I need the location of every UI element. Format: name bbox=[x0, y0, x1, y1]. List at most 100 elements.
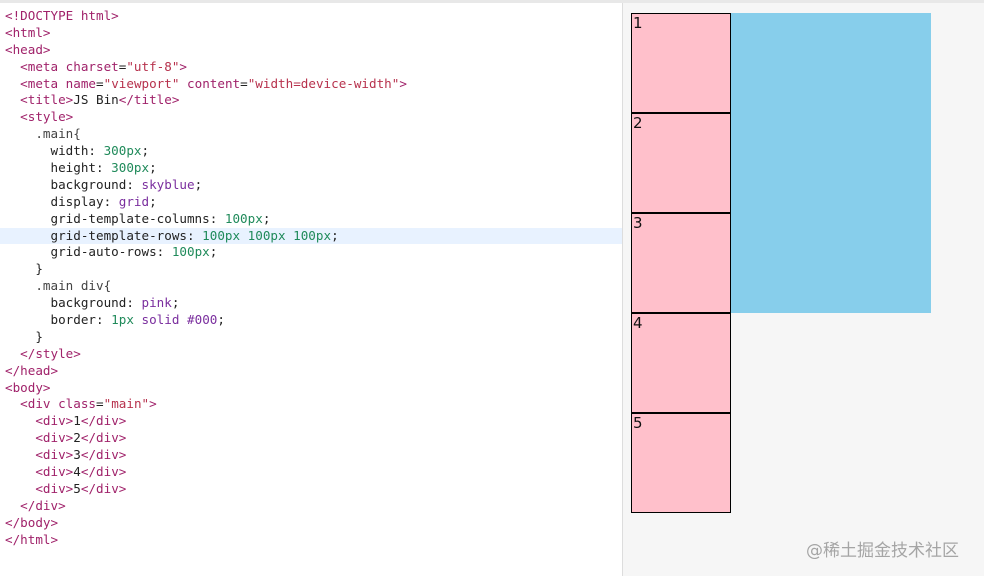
code-line[interactable]: <html> bbox=[0, 25, 622, 42]
code-line[interactable]: .main{ bbox=[0, 126, 622, 143]
code-line[interactable]: display: grid; bbox=[0, 194, 622, 211]
code-token bbox=[179, 76, 187, 91]
code-token: charset bbox=[65, 58, 119, 74]
code-line[interactable]: <div>3</div> bbox=[0, 447, 622, 464]
code-line[interactable]: <div>2</div> bbox=[0, 430, 622, 447]
code-lines[interactable]: <!DOCTYPE html><html> <head> <meta charse… bbox=[0, 8, 622, 549]
code-token: </div> bbox=[80, 480, 127, 496]
code-line[interactable]: <title>JS Bin</title> bbox=[0, 92, 622, 109]
code-token: "utf-8" bbox=[126, 58, 180, 74]
code-line[interactable]: <meta name="viewport" content="width=dev… bbox=[0, 76, 622, 93]
code-token bbox=[5, 498, 20, 513]
code-token: solid bbox=[141, 312, 180, 328]
code-token: grid-auto-rows: bbox=[50, 244, 172, 260]
code-line[interactable]: <meta charset="utf-8"> bbox=[0, 59, 622, 76]
code-token: grid-template-columns: bbox=[50, 210, 225, 226]
code-line[interactable]: <!DOCTYPE html> bbox=[0, 8, 622, 25]
code-token: background: bbox=[50, 295, 142, 311]
code-token: ; bbox=[171, 295, 180, 311]
code-token: ; bbox=[149, 193, 157, 209]
code-line[interactable]: background: pink; bbox=[0, 295, 622, 312]
code-token: = bbox=[96, 396, 104, 412]
code-token: grid bbox=[118, 193, 150, 209]
code-token: > bbox=[149, 396, 157, 412]
code-token bbox=[5, 126, 35, 141]
code-token: 1 bbox=[73, 413, 81, 429]
code-token bbox=[5, 177, 51, 192]
grid-item: 3 bbox=[631, 213, 731, 313]
code-token bbox=[5, 447, 35, 462]
code-token: 100px bbox=[171, 244, 210, 260]
top-border bbox=[0, 0, 984, 3]
code-token: 3 bbox=[73, 447, 81, 463]
code-token bbox=[5, 312, 51, 327]
code-token bbox=[5, 464, 35, 479]
code-line[interactable]: <div class="main"> bbox=[0, 396, 622, 413]
code-token: content bbox=[187, 75, 241, 91]
code-token: ; bbox=[209, 244, 218, 260]
code-token: "viewport" bbox=[103, 75, 180, 91]
code-token: = bbox=[240, 75, 248, 91]
code-line[interactable]: <div>1</div> bbox=[0, 413, 622, 430]
code-token: <!DOCTYPE html> bbox=[5, 8, 119, 23]
code-token: #000 bbox=[187, 312, 218, 328]
code-token: </div> bbox=[80, 447, 127, 463]
code-token: ; bbox=[149, 160, 157, 176]
code-token: </div> bbox=[80, 430, 127, 446]
code-line[interactable]: width: 300px; bbox=[0, 143, 622, 160]
grid-item: 5 bbox=[631, 413, 731, 513]
code-line[interactable]: <head> bbox=[0, 42, 622, 59]
code-token bbox=[5, 160, 51, 175]
code-token: ; bbox=[331, 227, 339, 243]
code-token bbox=[5, 396, 20, 411]
code-token: display: bbox=[50, 193, 119, 209]
code-token bbox=[134, 312, 142, 327]
code-line[interactable]: } bbox=[0, 329, 622, 346]
code-token bbox=[5, 481, 35, 496]
code-token: <meta bbox=[20, 75, 66, 91]
code-token: border: bbox=[50, 312, 112, 328]
code-token: <div> bbox=[35, 480, 74, 496]
code-token: .main{ bbox=[35, 126, 81, 142]
code-token: = bbox=[96, 75, 104, 91]
code-line[interactable]: </head> bbox=[0, 363, 622, 380]
code-line[interactable]: height: 300px; bbox=[0, 160, 622, 177]
code-token: } bbox=[5, 261, 43, 277]
watermark-text: @稀土掘金技术社区 bbox=[806, 541, 959, 561]
code-token: 2 bbox=[73, 430, 81, 446]
code-token: ; bbox=[217, 312, 225, 328]
code-token: 100px bbox=[224, 210, 263, 226]
code-line[interactable]: } bbox=[0, 261, 622, 278]
code-line[interactable]: <style> bbox=[0, 109, 622, 126]
code-token: <body> bbox=[5, 379, 51, 395]
code-token bbox=[5, 295, 51, 310]
code-token: } bbox=[5, 328, 43, 344]
pane-divider[interactable] bbox=[622, 3, 623, 576]
code-line[interactable]: </style> bbox=[0, 346, 622, 363]
code-token: <html> bbox=[5, 24, 51, 40]
code-editor-pane[interactable]: <!DOCTYPE html><html> <head> <meta charse… bbox=[0, 3, 622, 576]
code-token: "width=device-width" bbox=[247, 75, 400, 91]
code-token: <div> bbox=[35, 447, 74, 463]
code-token bbox=[5, 346, 20, 361]
code-line[interactable]: </body> bbox=[0, 515, 622, 532]
code-token: </div> bbox=[80, 413, 127, 429]
code-line[interactable]: grid-template-rows: 100px 100px 100px; bbox=[0, 227, 622, 245]
code-token: pink bbox=[141, 295, 172, 311]
code-line[interactable]: <div>4</div> bbox=[0, 464, 622, 481]
code-token bbox=[5, 92, 20, 107]
code-line[interactable]: <body> bbox=[0, 380, 622, 397]
code-token: skyblue bbox=[141, 176, 195, 192]
code-line[interactable]: <div>5</div> bbox=[0, 481, 622, 498]
code-line[interactable]: background: skyblue; bbox=[0, 177, 622, 194]
code-token: 100px 100px 100px bbox=[202, 227, 332, 243]
code-line[interactable]: .main div{ bbox=[0, 278, 622, 295]
code-token: <div> bbox=[35, 413, 74, 429]
code-line[interactable]: border: 1px solid #000; bbox=[0, 312, 622, 329]
code-token: ; bbox=[194, 176, 203, 192]
code-token: 4 bbox=[73, 464, 81, 480]
code-line[interactable]: grid-auto-rows: 100px; bbox=[0, 244, 622, 261]
code-line[interactable]: grid-template-columns: 100px; bbox=[0, 211, 622, 228]
code-line[interactable]: </html> bbox=[0, 532, 622, 549]
code-line[interactable]: </div> bbox=[0, 498, 622, 515]
